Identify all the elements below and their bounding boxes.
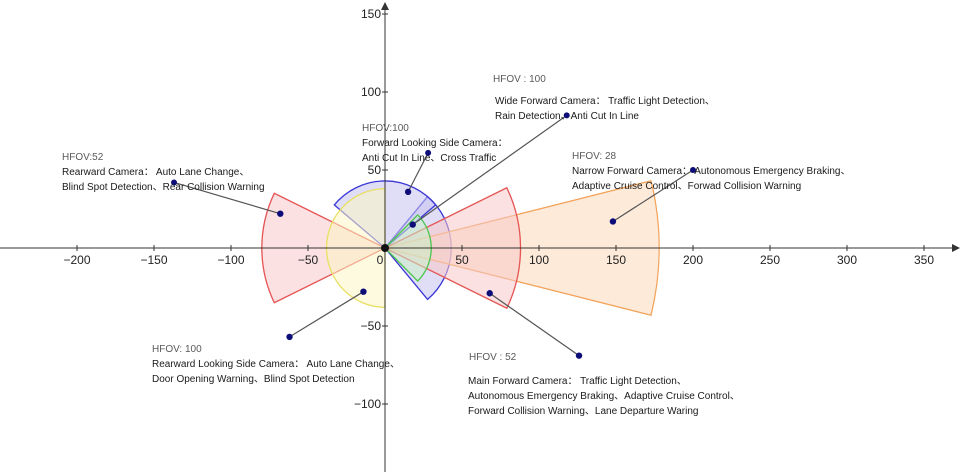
leader-lines [173, 114, 694, 357]
x-tick-label: −100 [217, 253, 244, 267]
label-point-forward-side [425, 149, 432, 156]
leader-line [612, 169, 694, 222]
annotation-main-forward-camera: HFOV : 52 Main Forward Camera： Traffic L… [468, 352, 740, 417]
forward-side-line1: Forward Looking Side Camera： [362, 138, 508, 149]
y-tick-label: 150 [361, 7, 381, 21]
wide-line1: Wide Forward Camera： Traffic Light Detec… [495, 96, 715, 107]
point-wide-forward [409, 221, 416, 228]
leader-line [289, 291, 364, 338]
wide-line2: Rain Detection、Anti Cut In Line [495, 111, 639, 122]
label-point-rear-camera [171, 179, 178, 186]
rear-line2: Blind Spot Detection、Rear Collision Warn… [62, 182, 265, 193]
point-rear-side-2 [286, 333, 293, 341]
y-tick-label: −100 [354, 397, 381, 411]
axis-ticks: −200 −150 −100 −50 0 50 100 150 200 250 300 350 150 1… [63, 7, 934, 411]
annotation-forward-side-camera: HFOV:100 Forward Looking Side Camera： An… [362, 123, 508, 164]
leader-line [489, 292, 580, 357]
x-tick-label: −200 [63, 253, 90, 267]
x-tick-label: 350 [914, 253, 934, 267]
rear-line1: Rearward Camera： Auto Lane Change、 [62, 167, 249, 178]
annotation-rear-camera: HFOV:52 Rearward Camera： Auto Lane Chang… [62, 152, 265, 193]
rear-side-line1: Rearward Looking Side Camera： Auto Lane … [152, 359, 400, 370]
point-narrow-forward [609, 218, 617, 225]
x-tick-label: −50 [298, 253, 319, 267]
y-axis-arrow [381, 2, 389, 10]
annotation-narrow-forward-camera: HFOV: 28 Narrow Forward Camera： Autonomo… [572, 151, 850, 192]
point-main-forward-1 [486, 290, 493, 297]
point-origin [381, 244, 389, 252]
point-main-forward-2 [575, 352, 583, 359]
x-tick-label: 50 [455, 253, 469, 267]
point-rear-side-1 [360, 288, 367, 295]
annotation-rear-side-camera: HFOV: 100 Rearward Looking Side Camera： … [152, 344, 400, 385]
main-line1: Main Forward Camera： Traffic Light Detec… [468, 376, 687, 387]
forward-side-hfov: HFOV:100 [362, 123, 409, 134]
main-line3: Forward Collision Warning、Lane Departure… [468, 406, 698, 417]
x-tick-label: 100 [529, 253, 549, 267]
label-point-wide-forward [563, 112, 570, 119]
narrow-hfov: HFOV: 28 [572, 151, 617, 162]
y-tick-label: −50 [361, 319, 382, 333]
wide-hfov: HFOV : 100 [493, 74, 546, 85]
rear-side-line2: Door Opening Warning、Blind Spot Detectio… [152, 374, 355, 385]
rear-side-hfov: HFOV: 100 [152, 344, 202, 355]
x-tick-label: 200 [683, 253, 703, 267]
narrow-line1: Narrow Forward Camera： Autonomous Emerge… [572, 166, 850, 177]
x-tick-label: 0 [377, 253, 384, 267]
point-forward-side [404, 188, 412, 196]
rear-hfov: HFOV:52 [62, 152, 104, 163]
marker-points [171, 112, 696, 359]
forward-side-line2: Anti Cut In Line、Cross Traffic [362, 153, 496, 164]
x-tick-label: −150 [140, 253, 167, 267]
main-line2: Autonomous Emergency Braking、Adaptive Cr… [468, 391, 740, 402]
y-tick-label: 50 [368, 163, 382, 177]
x-tick-label: 150 [606, 253, 626, 267]
leader-line [407, 152, 429, 193]
x-tick-label: 250 [760, 253, 780, 267]
leader-line [173, 181, 281, 215]
main-hfov: HFOV : 52 [469, 352, 517, 363]
narrow-line2: Adaptive Cruise Control、Forwad Collision… [572, 181, 801, 192]
leader-line [412, 114, 568, 226]
annotation-wide-forward-camera: HFOV : 100 Wide Forward Camera： Traffic … [493, 74, 715, 122]
x-axis-arrow [952, 244, 960, 252]
label-point-narrow-forward [690, 167, 696, 173]
y-tick-label: 100 [361, 85, 381, 99]
x-tick-label: 300 [837, 253, 857, 267]
point-rear-camera [277, 210, 284, 217]
